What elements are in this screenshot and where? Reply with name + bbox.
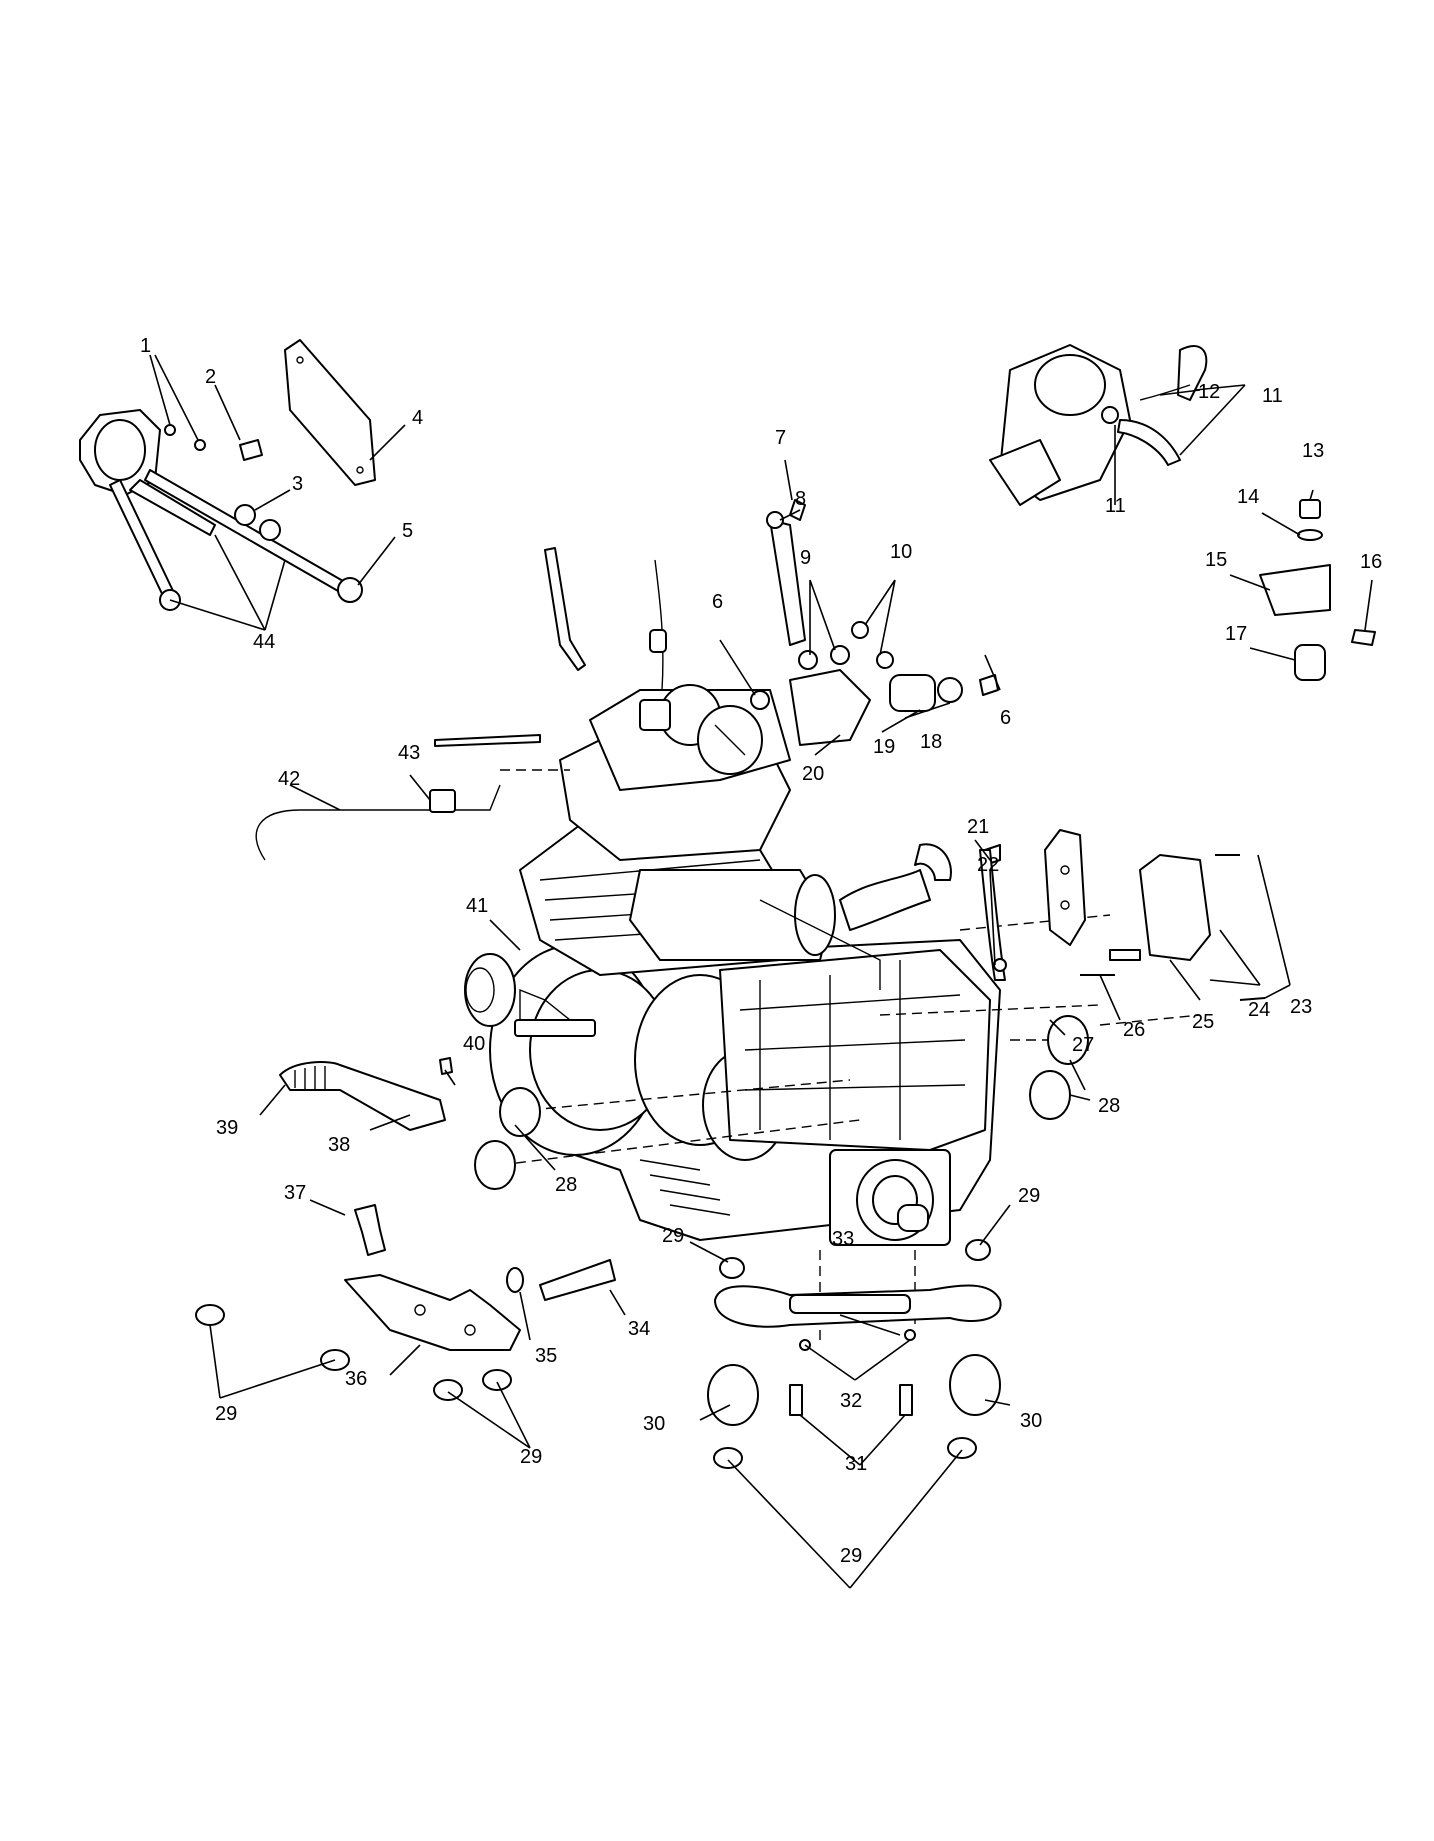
callout-7: 7 (775, 427, 786, 449)
callout-8: 8 (795, 488, 806, 510)
callout-29-c: 29 (215, 1403, 237, 1425)
callout-21: 21 (967, 816, 989, 838)
callout-40: 40 (463, 1033, 485, 1055)
callout-27: 27 (1072, 1034, 1094, 1056)
callout-17: 17 (1225, 623, 1247, 645)
callout-6-right: 6 (1000, 707, 1011, 729)
callout-16: 16 (1360, 551, 1382, 573)
callout-30-right: 30 (1020, 1410, 1042, 1432)
breather-hose-group (255, 784, 501, 861)
callout-29-a: 29 (662, 1225, 684, 1247)
callout-18: 18 (920, 731, 942, 753)
kick-lever-group (279, 1057, 453, 1131)
callout-14: 14 (1237, 486, 1259, 508)
callout-28-right: 28 (1098, 1095, 1120, 1117)
callout-29-d: 29 (520, 1446, 542, 1468)
leader-lines (149, 354, 1373, 1589)
callout-33: 33 (832, 1228, 854, 1250)
callout-32: 32 (840, 1390, 862, 1412)
carburetor-group (989, 344, 1208, 506)
callout-6-left: 6 (712, 591, 723, 613)
callout-11-left: 11 (1105, 495, 1126, 517)
callout-44: 44 (253, 631, 275, 653)
mount-plate-33 (707, 1284, 1002, 1426)
callout-3: 3 (292, 473, 303, 495)
mount-bracket-36 (344, 1259, 616, 1351)
callout-38: 38 (328, 1134, 350, 1156)
callout-34: 34 (628, 1318, 650, 1340)
mount-bracket-group (1259, 499, 1376, 681)
callout-41: 41 (466, 895, 488, 917)
callout-36: 36 (345, 1368, 367, 1390)
callout-10: 10 (890, 541, 912, 563)
spark-plug-group (434, 547, 667, 747)
callout-11-right: 11 (1262, 385, 1283, 407)
callout-30-left: 30 (643, 1413, 665, 1435)
callout-1: 1 (140, 335, 151, 357)
callout-23: 23 (1290, 996, 1312, 1018)
callout-2: 2 (205, 366, 216, 388)
callout-28-left: 28 (555, 1174, 577, 1196)
engine-assembly (464, 684, 1001, 1246)
linkage-group (750, 499, 999, 746)
callout-43: 43 (398, 742, 420, 764)
callout-26: 26 (1123, 1019, 1145, 1041)
callout-19: 19 (873, 736, 895, 758)
callout-13: 13 (1302, 440, 1324, 462)
callout-37: 37 (284, 1182, 306, 1204)
callout-24: 24 (1248, 999, 1270, 1021)
callout-42: 42 (278, 768, 300, 790)
bolt-37 (354, 1204, 386, 1256)
callout-5: 5 (402, 520, 413, 542)
bracket-group (1044, 829, 1266, 1001)
callout-31: 31 (845, 1453, 867, 1475)
callout-39: 39 (216, 1117, 238, 1139)
callout-22: 22 (977, 854, 999, 876)
callout-9: 9 (800, 547, 811, 569)
callout-25: 25 (1192, 1011, 1214, 1033)
nuts-29 (195, 1239, 991, 1469)
fuel-pump-group (79, 339, 376, 611)
callout-labels: 1 2 4 3 5 44 7 8 9 10 6 6 18 19 20 11 11… (140, 335, 1382, 1567)
callout-29-b: 29 (1018, 1185, 1040, 1207)
callout-15: 15 (1205, 549, 1227, 571)
callout-35: 35 (535, 1345, 557, 1367)
callout-4: 4 (412, 407, 423, 429)
callout-20: 20 (802, 763, 824, 785)
callout-29-e: 29 (840, 1545, 862, 1567)
callout-12: 12 (1198, 381, 1220, 403)
